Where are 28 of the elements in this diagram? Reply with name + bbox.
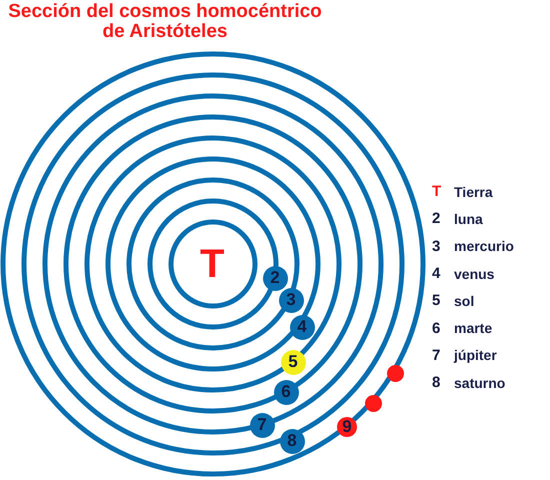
planet-marker: 5 <box>280 350 306 374</box>
dot-marker <box>386 364 404 382</box>
planet-marker: 6 <box>274 380 298 404</box>
legend-text: luna <box>454 210 483 227</box>
legend-text: saturno <box>454 374 506 391</box>
legend-key: 7 <box>432 346 454 364</box>
legend-key: 2 <box>432 210 454 228</box>
legend-text: venus <box>454 266 494 282</box>
legend-text: sol <box>454 292 474 309</box>
legend-key: T <box>432 183 454 200</box>
planet-marker: 2 <box>262 266 288 290</box>
legend-key: 4 <box>432 265 454 282</box>
legend-key: 6 <box>432 320 454 337</box>
legend-key: 8 <box>432 374 454 392</box>
dot-marker <box>364 394 382 412</box>
legend-text: mercurio <box>454 238 514 254</box>
planet-marker: 3 <box>278 288 304 312</box>
planet-marker: 8 <box>280 428 304 454</box>
planet-marker: 4 <box>290 314 314 340</box>
legend-text: júpiter <box>454 347 497 364</box>
legend-text: Tierra <box>454 184 493 200</box>
legend-text: marte <box>454 320 492 336</box>
legend-key: 5 <box>432 292 454 310</box>
legend-key: 3 <box>432 238 454 255</box>
title: Sección del cosmos homocéntrico de Aristóteles <box>7 2 323 42</box>
earth-label: T <box>200 244 224 284</box>
planet-marker: 9 <box>337 417 357 437</box>
planet-marker: 7 <box>250 412 274 438</box>
